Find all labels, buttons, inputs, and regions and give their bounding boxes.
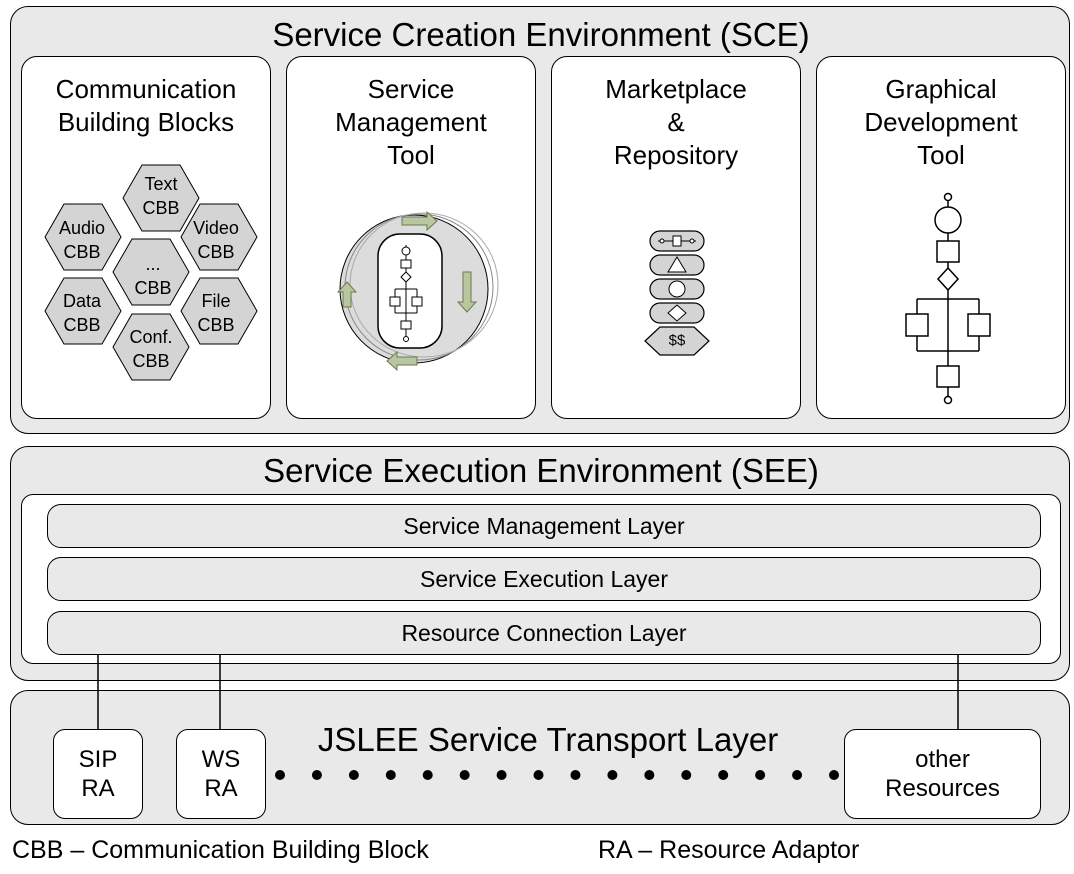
repository-stack-icon (644, 230, 710, 356)
other-resources-box: other Resources (844, 729, 1041, 819)
price-label: $$ (668, 332, 686, 349)
ellipsis-dot (385, 770, 396, 780)
layer-resource-connection: Resource Connection Layer (47, 611, 1041, 655)
cbb-hexagon-cluster (44, 164, 258, 381)
lifecycle-icon (336, 210, 499, 372)
panel-service-management-tool: Service Management Tool (286, 56, 536, 419)
hex-ellipsis (112, 238, 190, 306)
hex-label-data: Data CBB (62, 291, 102, 335)
sce-title: Service Creation Environment (SCE) (272, 16, 810, 53)
legend-cbb: CBB – Communication Building Block (12, 836, 429, 864)
ellipsis-dot (829, 770, 839, 780)
hex-data (44, 277, 122, 345)
hex-file (180, 277, 258, 345)
dotted-ellipsis (275, 770, 839, 780)
ellipsis-dot (533, 770, 544, 780)
ellipsis-dot (607, 770, 618, 780)
ellipsis-dot (644, 770, 655, 780)
ellipsis-dot (275, 770, 285, 780)
ellipsis-dot (792, 770, 803, 780)
panel-title-cbb: Communication Building Blocks (55, 74, 237, 137)
hex-text (122, 164, 200, 232)
legend-ra: RA – Resource Adaptor (598, 836, 860, 864)
ellipsis-dot (496, 770, 507, 780)
layer-service-management: Service Management Layer (47, 504, 1041, 548)
see-title: Service Execution Environment (SEE) (263, 452, 819, 489)
ellipsis-dot (422, 770, 433, 780)
panel-title-marketplace: Marketplace & Repository (605, 74, 747, 170)
hex-label-audio: Audio CBB (58, 218, 106, 262)
panel-communication-building-blocks: Communication Building Blocks Text CBB A… (21, 56, 271, 419)
hex-label-conf: Conf. CBB (129, 327, 173, 371)
ellipsis-dot (718, 770, 729, 780)
layer-service-execution: Service Execution Layer (47, 557, 1041, 601)
ellipsis-dot (755, 770, 766, 780)
hex-label-ellipsis: ... CBB (134, 254, 172, 298)
hex-label-file: File CBB (197, 291, 235, 335)
sip-ra-box: SIP RA (53, 729, 143, 819)
hex-video (180, 203, 258, 271)
ellipsis-dot (348, 770, 359, 780)
hex-audio (44, 203, 122, 271)
panel-graphical-development-tool: Graphical Development Tool (816, 56, 1066, 419)
panel-marketplace-repository: Marketplace & Repository $$ (551, 56, 801, 419)
ellipsis-dot (459, 770, 470, 780)
hex-label-text: Text CBB (142, 174, 180, 218)
workflow-graph-icon (905, 192, 991, 405)
hex-conf (112, 313, 190, 381)
ellipsis-dot (311, 770, 322, 780)
panel-title-smt: Service Management Tool (335, 74, 487, 170)
hex-label-video: Video CBB (193, 218, 239, 262)
panel-title-gdt: Graphical Development Tool (864, 74, 1018, 170)
ws-ra-box: WS RA (176, 729, 266, 819)
ellipsis-dot (681, 770, 692, 780)
ellipsis-dot (570, 770, 581, 780)
transport-title: JSLEE Service Transport Layer (317, 721, 779, 758)
